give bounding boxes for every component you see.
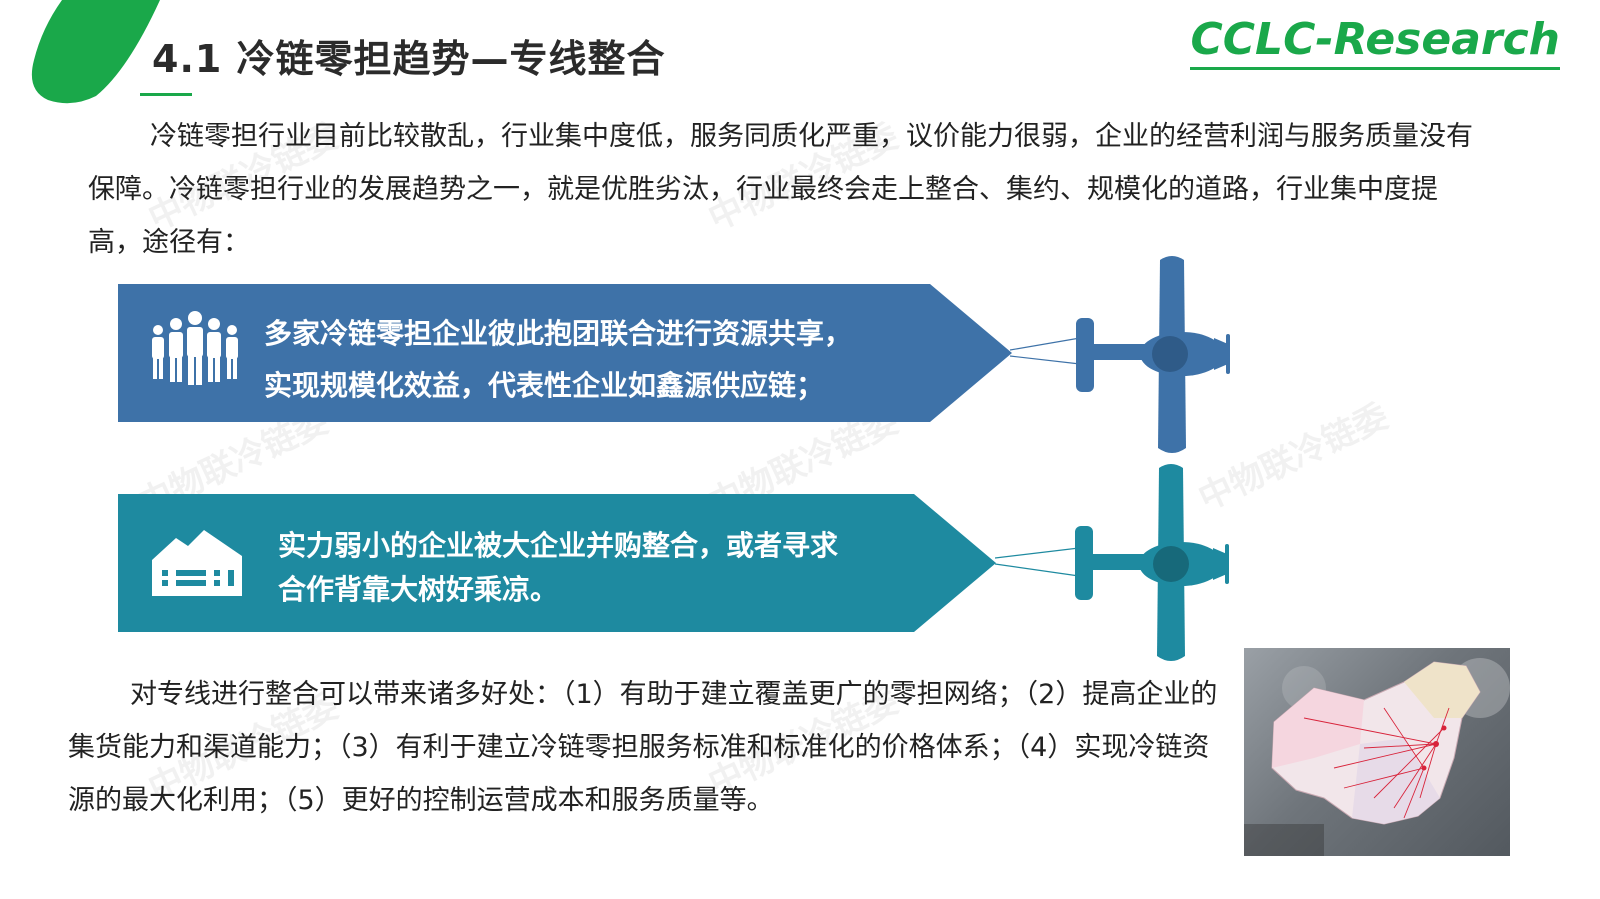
- path-2-line-2: 合作背靠大树好乘凉。: [278, 573, 559, 606]
- path-1-line-1: 多家冷链零担企业彼此抱团联合进行资源共享，: [264, 317, 853, 350]
- path-2-line-1: 实力弱小的企业被大企业并购整合，或者寻求: [278, 529, 839, 562]
- path-2-text: 实力弱小的企业被大企业并购整合，或者寻求 合作背靠大树好乘凉。: [278, 524, 838, 612]
- airplane-icon: [1010, 256, 1230, 453]
- intro-paragraph: 冷链零担行业目前比较散乱，行业集中度低，服务同质化严重，议价能力很弱，企业的经营…: [88, 121, 1473, 258]
- benefits-paragraph: 对专线进行整合可以带来诸多好处：（1）有助于建立覆盖更广的零担网络；（2）提高企…: [68, 679, 1218, 816]
- people-group-icon: [152, 311, 238, 385]
- arrow-banner-shape: [118, 284, 1012, 422]
- path-banner-1: 多家冷链零担企业彼此抱团联合进行资源共享， 实现规模化效益，代表性企业如鑫源供应…: [118, 284, 1018, 422]
- title-underline: [140, 93, 192, 96]
- path-1-text: 多家冷链零担企业彼此抱团联合进行资源共享， 实现规模化效益，代表性企业如鑫源供应…: [264, 308, 852, 412]
- arrow-banner-shape: [118, 494, 996, 632]
- china-logistics-map-image: [1244, 648, 1510, 856]
- path-banner-2: 实力弱小的企业被大企业并购整合，或者寻求 合作背靠大树好乘凉。: [118, 494, 1003, 632]
- green-leaf-icon: [31, 0, 160, 104]
- path-1-line-2: 实现规模化效益，代表性企业如鑫源供应链；: [264, 369, 825, 402]
- brand-logo: CCLC-Research: [1190, 14, 1560, 70]
- airplane-icon: [995, 464, 1229, 661]
- warehouse-icon: [152, 530, 242, 596]
- page-title: 4.1 冷链零担趋势—专线整合: [152, 37, 666, 81]
